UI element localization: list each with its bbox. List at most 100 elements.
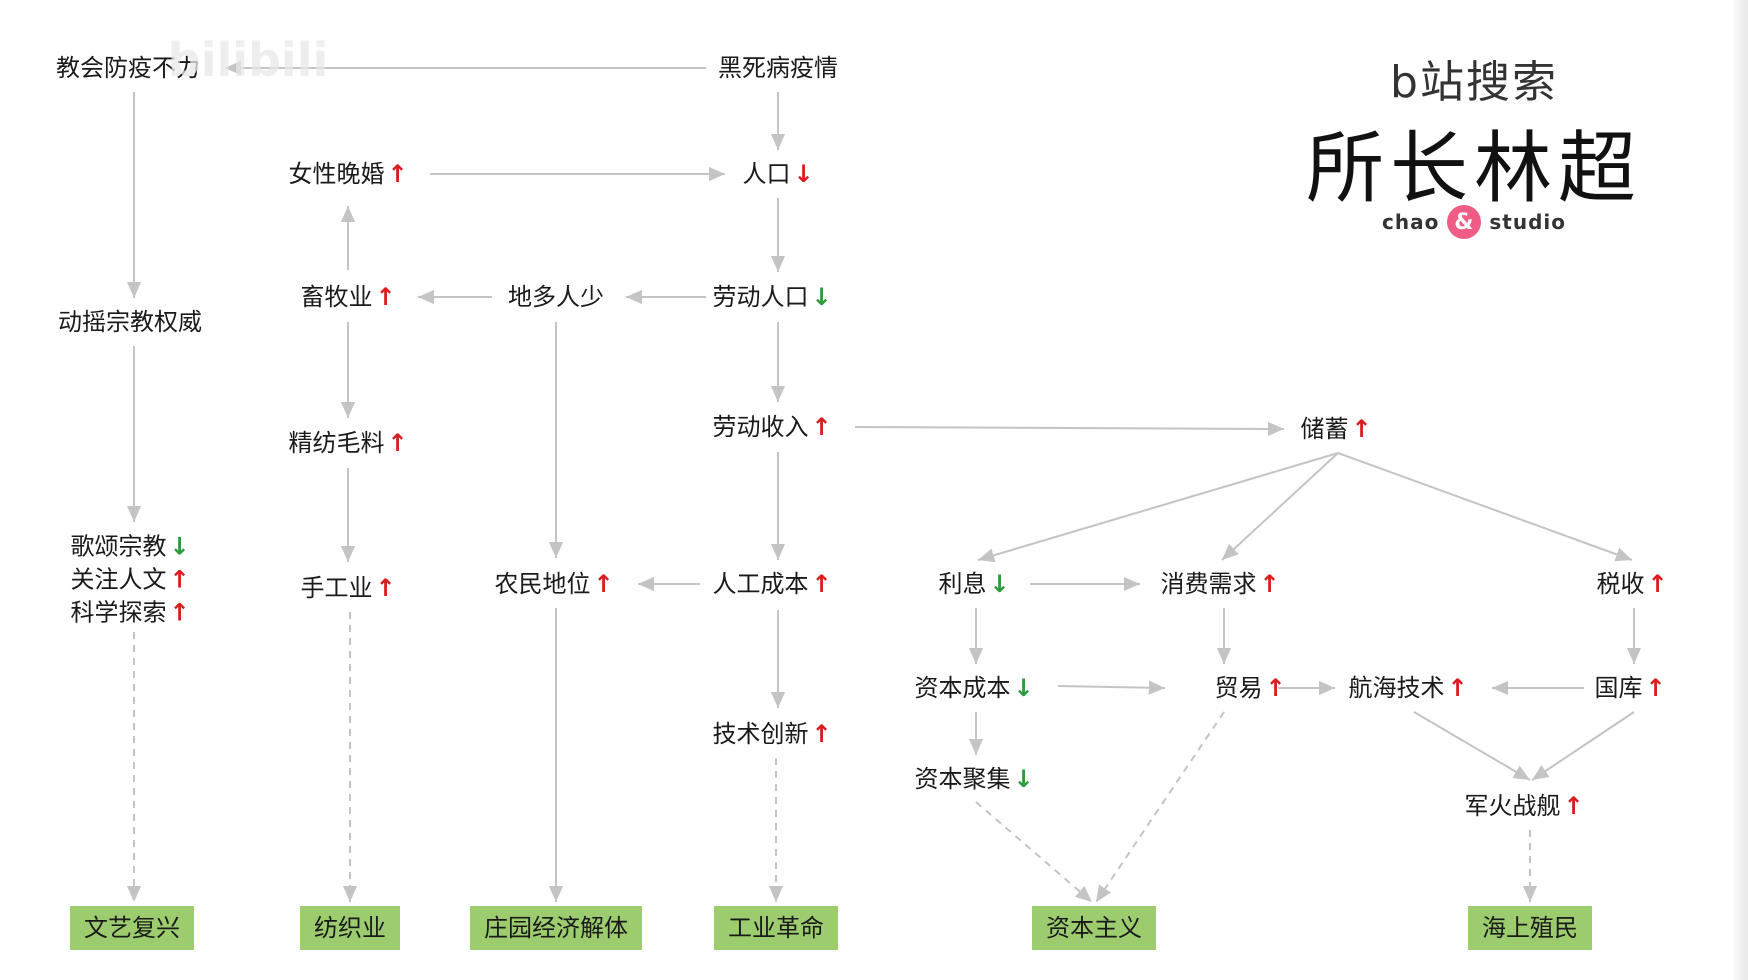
stack-line: 科学探索↑ xyxy=(70,597,189,630)
node-label: 资本成本 xyxy=(914,674,1011,702)
node-laborcost: 人工成本↑ xyxy=(712,569,831,599)
up-arrow-icon: ↑ xyxy=(375,574,396,602)
node-wool: 精纺毛料↑ xyxy=(288,428,407,458)
node-label: 利息 xyxy=(938,570,987,598)
node-label: 技术创新 xyxy=(712,720,809,748)
node-label: 航海技术 xyxy=(1348,674,1445,702)
brand-name: 所长林超 xyxy=(1305,124,1643,214)
node-label: 资本聚集 xyxy=(914,765,1011,793)
node-labor: 劳动人口↓ xyxy=(712,282,831,312)
node-label: 黑死病疫情 xyxy=(718,54,838,82)
brand-studio-left: chao xyxy=(1382,210,1440,234)
node-renaissance-effects: 歌颂宗教↓关注人文↑科学探索↑ xyxy=(70,531,189,630)
up-arrow-icon: ↑ xyxy=(375,283,396,311)
stack-line: 歌颂宗教↓ xyxy=(70,531,189,564)
up-arrow-icon: ↑ xyxy=(811,720,832,748)
edge-arrow-28 xyxy=(1413,711,1531,781)
brand-studio-right: studio xyxy=(1489,210,1566,234)
node-shake: 动摇宗教权威 xyxy=(58,307,202,337)
ampersand-icon: & xyxy=(1447,205,1482,239)
edge-arrow-17 xyxy=(1221,452,1339,561)
edge-arrow-22 xyxy=(1057,680,1166,695)
down-arrow-icon: ↓ xyxy=(169,532,190,561)
down-arrow-icon: ↓ xyxy=(811,283,832,311)
node-treasury: 国库↑ xyxy=(1594,673,1665,703)
node-label: 储蓄 xyxy=(1300,415,1349,443)
up-arrow-icon: ↑ xyxy=(1265,674,1286,702)
node-label: 贸易 xyxy=(1214,674,1263,702)
node-label: 畜牧业 xyxy=(300,283,373,311)
stack-line: 关注人文↑ xyxy=(70,564,189,597)
node-trade: 贸易↑ xyxy=(1214,673,1285,703)
node-pop: 人口↓ xyxy=(742,159,813,189)
node-label: 动摇宗教权威 xyxy=(58,308,202,336)
down-arrow-icon: ↓ xyxy=(1013,674,1034,702)
up-arrow-icon: ↑ xyxy=(811,413,832,441)
node-label: 税收 xyxy=(1596,570,1645,598)
up-arrow-icon: ↑ xyxy=(1447,674,1468,702)
node-label: 农民地位 xyxy=(494,570,591,598)
node-capcost: 资本成本↓ xyxy=(914,673,1033,703)
up-arrow-icon: ↑ xyxy=(811,570,832,598)
scrollbar-edge[interactable] xyxy=(1734,0,1748,980)
down-arrow-icon: ↓ xyxy=(989,570,1010,598)
stack-label: 关注人文 xyxy=(70,565,167,594)
node-land: 地多人少 xyxy=(508,282,604,312)
edge-arrow-34 xyxy=(975,801,1093,903)
down-arrow-icon: ↓ xyxy=(793,160,814,188)
node-savings: 储蓄↑ xyxy=(1300,414,1371,444)
up-arrow-icon: ↑ xyxy=(387,160,408,188)
node-peasant: 农民地位↑ xyxy=(494,569,613,599)
bilibili-watermark: bilibili xyxy=(167,33,329,87)
edge-arrow-10 xyxy=(854,421,1285,437)
node-label: 教会防疫不力 xyxy=(56,54,200,82)
node-label: 劳动人口 xyxy=(712,283,809,311)
node-church: 教会防疫不力 xyxy=(56,53,200,83)
up-arrow-icon: ↑ xyxy=(1259,570,1280,598)
node-marriage: 女性晚婚↑ xyxy=(288,159,407,189)
up-arrow-icon: ↑ xyxy=(387,429,408,457)
node-navtech: 航海技术↑ xyxy=(1348,673,1467,703)
up-arrow-icon: ↑ xyxy=(1645,674,1666,702)
edge-arrow-16 xyxy=(977,452,1339,563)
node-herd: 畜牧业↑ xyxy=(300,282,395,312)
node-label: 消费需求 xyxy=(1160,570,1257,598)
brand-studio: chao & studio xyxy=(1382,205,1566,239)
node-label: 地多人少 xyxy=(508,283,604,311)
node-label: 人口 xyxy=(742,160,791,188)
node-tech: 技术创新↑ xyxy=(712,719,831,749)
edge-arrow-35 xyxy=(1095,711,1225,903)
up-arrow-icon: ↑ xyxy=(169,598,190,627)
goal-manor: 庄园经济解体 xyxy=(470,906,642,950)
goal-capitalism: 资本主义 xyxy=(1032,906,1156,950)
node-label: 军火战舰 xyxy=(1464,792,1561,820)
node-plague: 黑死病疫情 xyxy=(718,53,838,83)
up-arrow-icon: ↑ xyxy=(169,565,190,594)
node-craft: 手工业↑ xyxy=(300,573,395,603)
up-arrow-icon: ↑ xyxy=(1647,570,1668,598)
up-arrow-icon: ↑ xyxy=(1563,792,1584,820)
node-military: 军火战舰↑ xyxy=(1464,791,1583,821)
node-label: 手工业 xyxy=(300,574,373,602)
brand-search-text: b站搜索 xyxy=(1390,57,1558,108)
node-label: 劳动收入 xyxy=(712,413,809,441)
edge-arrow-18 xyxy=(1337,452,1633,562)
node-label: 精纺毛料 xyxy=(288,429,385,457)
goal-textile: 纺织业 xyxy=(300,906,400,950)
goal-colonial: 海上殖民 xyxy=(1468,906,1592,950)
up-arrow-icon: ↑ xyxy=(593,570,614,598)
stack-label: 科学探索 xyxy=(70,598,167,627)
node-label: 女性晚婚 xyxy=(288,160,385,188)
goal-renaissance: 文艺复兴 xyxy=(70,906,194,950)
goal-industrial: 工业革命 xyxy=(714,906,838,950)
node-capaccum: 资本聚集↓ xyxy=(914,764,1033,794)
down-arrow-icon: ↓ xyxy=(1013,765,1034,793)
node-label: 国库 xyxy=(1594,674,1643,702)
node-consume: 消费需求↑ xyxy=(1160,569,1279,599)
node-label: 人工成本 xyxy=(712,570,809,598)
node-income: 劳动收入↑ xyxy=(712,412,831,442)
node-interest: 利息↓ xyxy=(938,569,1009,599)
up-arrow-icon: ↑ xyxy=(1351,415,1372,443)
